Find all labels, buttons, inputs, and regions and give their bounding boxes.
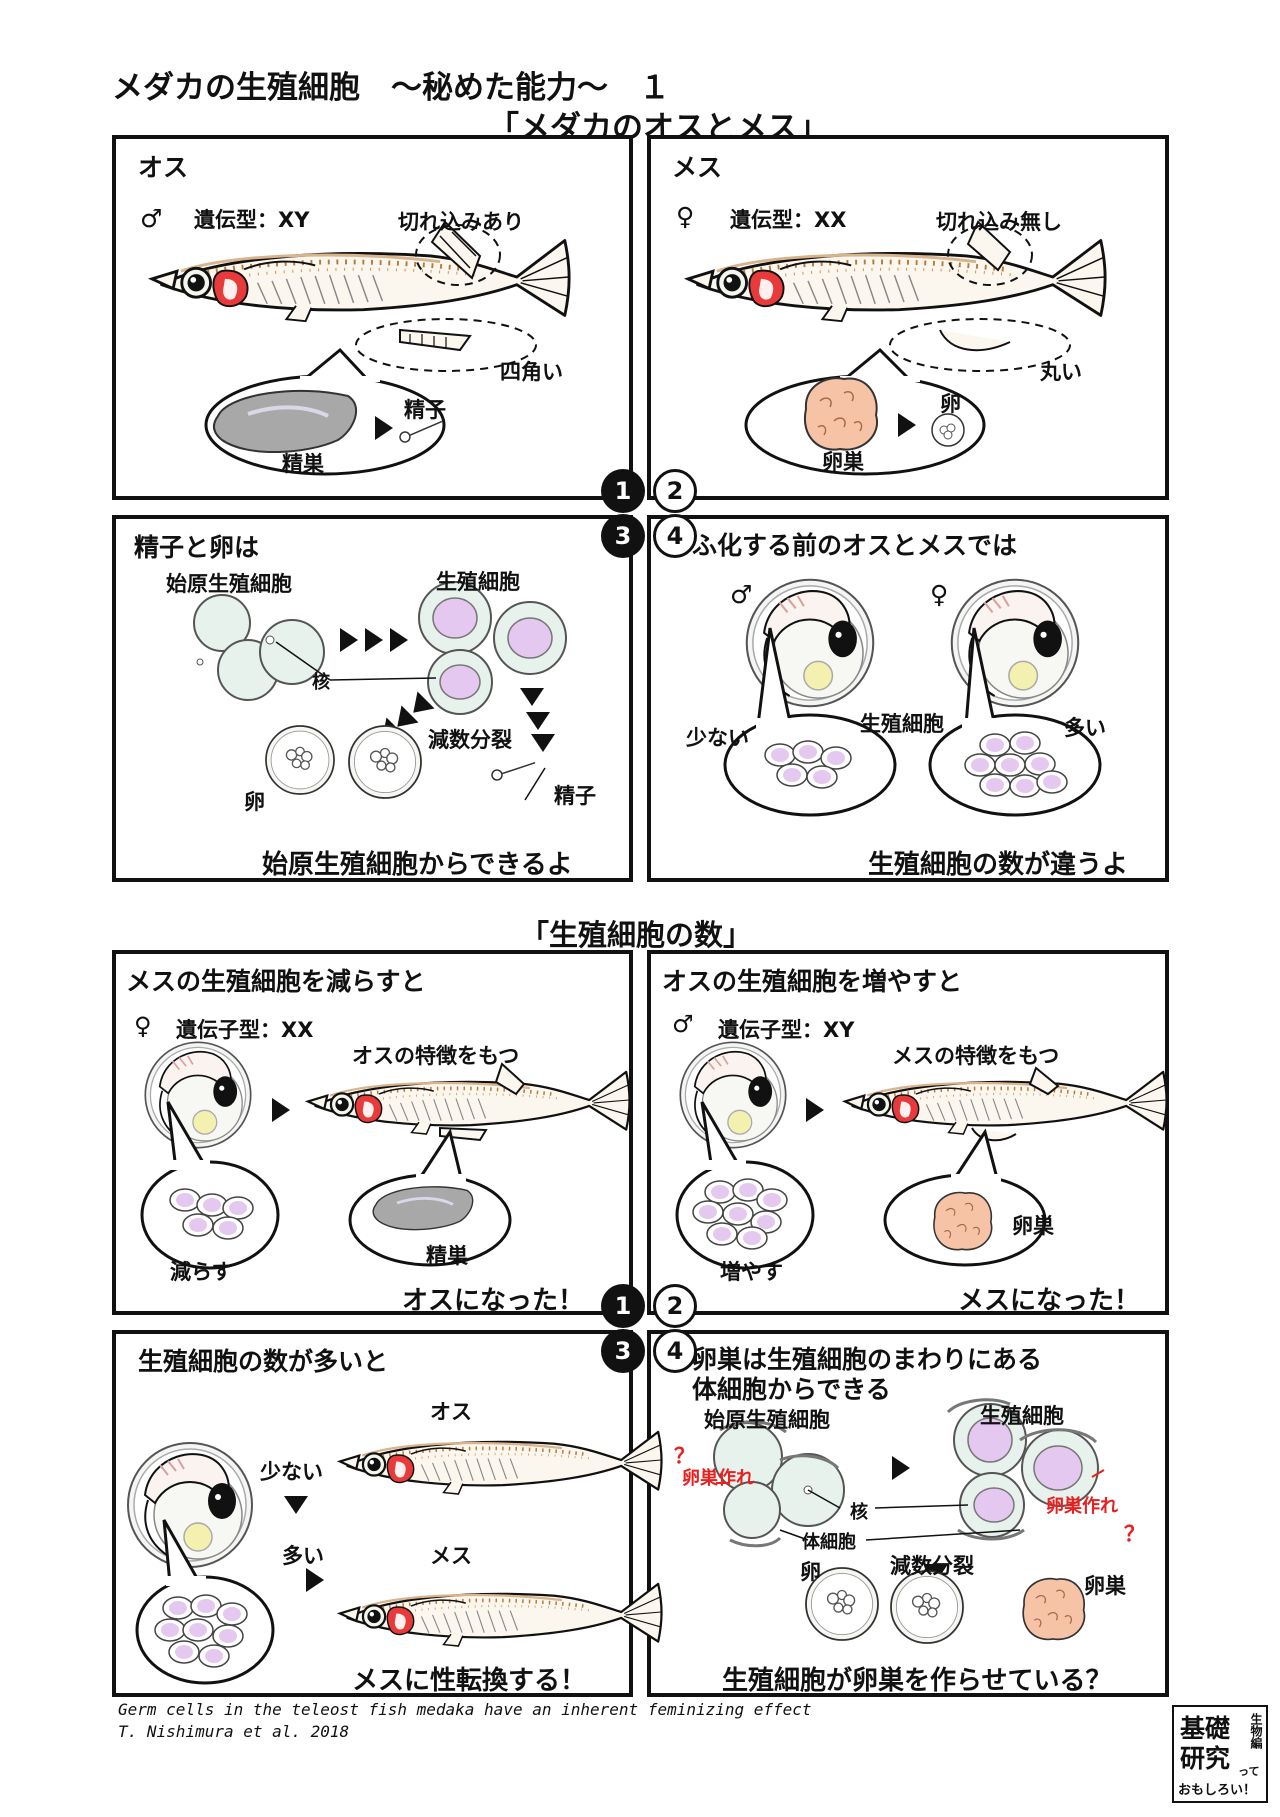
ovary-label: 卵巣 [1084, 1574, 1126, 1598]
sperm-label: 精子 [404, 398, 446, 422]
logo-side: 生物編 [1249, 1713, 1263, 1749]
pgc-label: 始原生殖細胞 [704, 1408, 830, 1432]
make-ovary-label: 卵巣作れ [1046, 1496, 1118, 1517]
pgc-label: 始原生殖細胞 [166, 572, 292, 596]
genotype-label: 遺伝型：XY [194, 208, 310, 232]
panel-title: 精子と卵は [134, 533, 260, 562]
testis-label: 精巣 [426, 1244, 468, 1268]
panel-title: オスの生殖細胞を増やすと [662, 967, 963, 996]
sperm-label: 精子 [554, 784, 596, 808]
female-symbol: ♀ [134, 1012, 152, 1040]
panel-number-badge: 4 [653, 514, 697, 558]
logo-small: って [1238, 1765, 1260, 1778]
panel-title: ふ化する前のオスとメスでは [692, 531, 1018, 560]
panel-number-badge: 1 [601, 469, 645, 513]
female-symbol: ♀ [930, 580, 949, 609]
ovary-label: 卵巣 [1012, 1214, 1054, 1238]
notch-label: 切れ込みあり [398, 210, 524, 234]
panel-caption: 始原生殖細胞からできるよ [262, 850, 573, 880]
genotype-label: 遺伝子型：XX [176, 1018, 314, 1042]
panel-number-badge: 2 [653, 469, 697, 513]
panel-number-badge: 3 [601, 514, 645, 558]
genotype-label: 遺伝子型：XY [718, 1018, 855, 1042]
panel-caption: メスになった！ [958, 1286, 1141, 1316]
few-label: 少ない [686, 726, 749, 750]
panel-title-line1: 卵巣は生殖細胞のまわりにある [692, 1345, 1043, 1374]
panel-number-badge: 4 [653, 1329, 697, 1373]
few-label: 少ない [260, 1460, 323, 1484]
nucleus-label: 核 [312, 672, 330, 693]
logo-bottom: おもしろい！ [1178, 1783, 1257, 1798]
panel-caption: 生殖細胞の数が違うよ [868, 850, 1129, 880]
panel-before-hatching [647, 515, 1169, 882]
citation-authors: T. Nishimura et al. 2018 [118, 1722, 350, 1741]
panel-title: メスの生殖細胞を減らすと [126, 967, 426, 996]
question-mark: ？ [1124, 1522, 1145, 1546]
section-title: 「生殖細胞の数」 [520, 918, 753, 952]
female-symbol: ♀ [676, 202, 695, 231]
nucleus-label: 核 [850, 1502, 868, 1523]
logo-line2: 研究 [1180, 1744, 1231, 1773]
male-symbol: ♂ [672, 1010, 694, 1038]
many-label: 多い [1064, 716, 1106, 740]
panel-number-badge: 1 [601, 1284, 645, 1328]
panel-title: 生殖細胞の数が多いと [138, 1347, 389, 1376]
egg-label: 卵 [940, 392, 961, 416]
egg-label: 卵 [800, 1560, 821, 1584]
fin-shape-label: 四角い [500, 360, 563, 384]
many-label: 多い [282, 1544, 324, 1568]
notch-label: 切れ込み無し [936, 210, 1062, 234]
logo-line1: 基礎 [1180, 1714, 1231, 1743]
testis-label: 精巣 [282, 452, 324, 476]
trait-label: オスの特徴をもつ [352, 1044, 520, 1068]
germ-cell-label: 生殖細胞 [436, 570, 520, 594]
germ-cell-label: 生殖細胞 [860, 712, 944, 736]
egg-label: 卵 [244, 790, 265, 814]
meiosis-label: 減数分裂 [890, 1554, 974, 1578]
increase-label: 増やす [720, 1260, 783, 1284]
male-symbol: ♂ [730, 580, 753, 609]
page-title: メダカの生殖細胞 ～秘めた能力～ １ [112, 70, 670, 106]
reduce-label: 減らす [170, 1260, 233, 1284]
panel-title-line2: 体細胞からできる [692, 1375, 891, 1404]
question-mark: ？ [674, 1444, 695, 1468]
meiosis-label: 減数分裂 [428, 728, 512, 752]
citation-title: Germ cells in the teleost fish medaka ha… [118, 1700, 812, 1719]
female-label: メス [430, 1544, 472, 1568]
genotype-label: 遺伝型：XX [730, 208, 847, 232]
panel-caption: オスになった！ [402, 1286, 585, 1316]
germ-cell-label: 生殖細胞 [980, 1404, 1064, 1428]
logo: 基礎 研究 生物編 って おもしろい！ [1172, 1705, 1268, 1803]
panel-gamete-origin [112, 515, 633, 882]
panel-number-badge: 2 [653, 1284, 697, 1328]
trait-label: メスの特徴をもつ [892, 1044, 1060, 1068]
somatic-cell-label: 体細胞 [802, 1532, 856, 1553]
male-symbol: ♂ [140, 204, 163, 233]
make-ovary-label: 卵巣作れ [682, 1468, 754, 1489]
fin-shape-label: 丸い [1040, 360, 1082, 384]
panel-title: メス [672, 153, 723, 182]
panel-caption: 生殖細胞が卵巣を作らせている？ [722, 1666, 1112, 1696]
male-label: オス [430, 1400, 472, 1424]
panel-title: オス [138, 153, 189, 182]
panel-caption: メスに性転換する！ [352, 1666, 587, 1696]
panel-number-badge: 3 [601, 1329, 645, 1373]
ovary-label: 卵巣 [822, 450, 864, 474]
